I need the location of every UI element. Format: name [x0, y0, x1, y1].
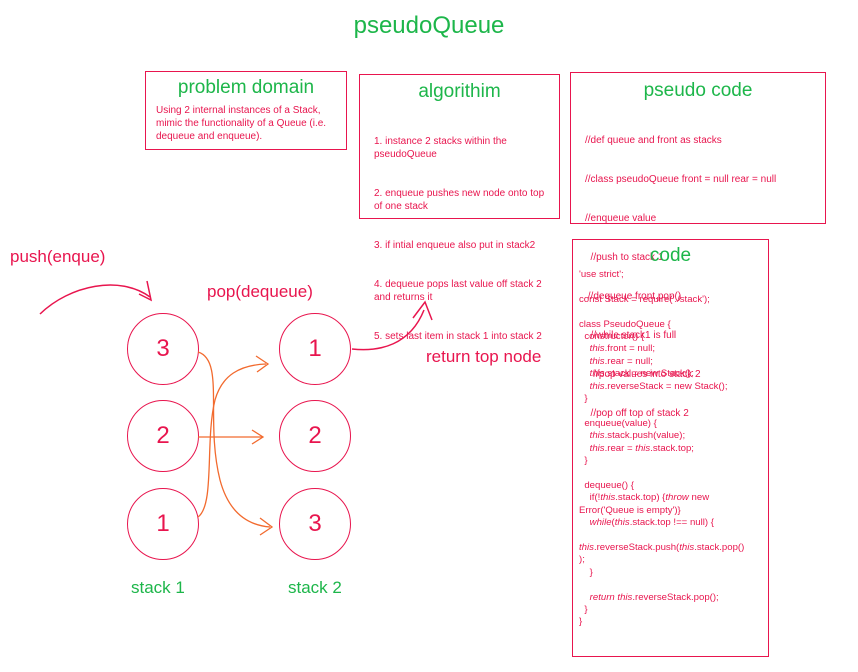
code-line: this.stack = new Stack();: [589, 368, 694, 380]
return-label: return top node: [426, 347, 542, 366]
algorithm-box: algorithim 1. instance 2 stacks within t…: [359, 74, 560, 342]
algorithm-title: algorithim: [418, 81, 501, 102]
algorithm-step: 4. dequeue pops last value off stack 2 a…: [374, 279, 545, 303]
code-title: code: [649, 245, 692, 266]
pseudo-code-line: //while stack1 is full: [585, 330, 677, 341]
pop-label: pop(dequeue): [207, 282, 313, 301]
transfer-arrow-3: [197, 351, 271, 528]
code-line: this.reverseStack.push(this.stack.pop(): [579, 541, 745, 553]
code-line: }: [579, 566, 593, 578]
code-line: [579, 281, 766, 293]
code-line: Error('Queue is empty')}: [579, 504, 681, 516]
push-arrowhead: [138, 280, 153, 302]
page-title: pseudoQueue: [353, 12, 505, 39]
code-line: this.front = null;: [589, 343, 656, 355]
pseudo-code-line: //dequeue front.pop(): [585, 291, 682, 302]
code-line: [579, 405, 766, 417]
algorithm-step: 1. instance 2 stacks within the pseudoQu…: [374, 136, 510, 160]
code-line: if(!this.stack.top) {throw new: [579, 492, 710, 504]
pseudo-code-line: //class pseudoQueue front = null rear = …: [585, 174, 777, 185]
code-line: [579, 468, 766, 480]
pseudo-code-line: //pop off top of stack 2: [585, 408, 689, 419]
problem-domain-box: problem domain Using 2 internal instance…: [145, 71, 347, 150]
code-line: [579, 530, 766, 542]
code-line: }: [579, 393, 588, 405]
stack1-node: 1: [127, 488, 199, 560]
code-line: }: [579, 616, 583, 628]
algorithm-step: 5. sets last item in stack 1 into stack …: [374, 331, 542, 342]
stack2-node: 1: [279, 313, 351, 385]
code-line: [579, 579, 766, 591]
pseudo-code-line: //def queue and front as stacks: [585, 135, 722, 146]
problem-domain-title: problem domain: [177, 77, 315, 98]
transfer-arrowhead-1: [255, 355, 270, 373]
code-line: }: [579, 603, 588, 615]
stack1-label: stack 1: [131, 578, 185, 597]
stack2-label: stack 2: [288, 578, 342, 597]
algorithm-step: 2. enqueue pushes new node onto top of o…: [374, 188, 547, 212]
transfer-arrow-1: [197, 363, 267, 518]
stack1-node: 3: [127, 313, 199, 385]
pseudo-code-lines: //def queue and front as stacks //class …: [585, 108, 821, 446]
code-line: );: [579, 554, 585, 566]
push-arrow: [39, 284, 151, 315]
stack2-node: 3: [279, 488, 351, 560]
code-line: [579, 306, 766, 318]
code-line: this.rear = this.stack.top;: [589, 442, 694, 454]
stack1-node: 2: [127, 400, 199, 472]
pseudo-code-box: pseudo code //def queue and front as sta…: [570, 72, 826, 419]
algorithm-step: 3. if intial enqueue also put in stack2: [374, 240, 536, 251]
pseudo-code-line: //push to stack 1: [585, 252, 664, 263]
push-label: push(enque): [10, 247, 106, 266]
algorithm-steps: 1. instance 2 stacks within the pseudoQu…: [374, 109, 553, 369]
code-line: return this.reverseStack.pop();: [589, 591, 719, 603]
code-lines: 'use strict'; const Stack = require('./s…: [579, 269, 766, 629]
code-box: code 'use strict'; const Stack = require…: [572, 239, 769, 657]
transfer-arrowhead-2: [251, 429, 265, 445]
code-line: 'use strict';: [579, 269, 624, 280]
transfer-arrowhead-3: [259, 517, 274, 536]
code-line: }: [579, 455, 588, 467]
stack2-node: 2: [279, 400, 351, 472]
code-line: this.rear = null;: [589, 355, 653, 367]
code-line: class PseudoQueue {: [579, 318, 671, 330]
pseudo-code-title: pseudo code: [643, 80, 753, 101]
code-line: enqueue(value) {: [579, 417, 657, 429]
code-line: while(this.stack.top !== null) {: [589, 517, 714, 529]
problem-domain-text: Using 2 internal instances of a Stack, m…: [156, 105, 329, 142]
code-line: this.reverseStack = new Stack();: [589, 380, 728, 392]
code-line: const Stack = require('./stack');: [579, 293, 710, 305]
code-line: dequeue() {: [579, 479, 634, 491]
code-line: constructor() {: [579, 331, 645, 343]
pseudo-code-line: //enqueue value: [585, 213, 657, 224]
code-line: this.stack.push(value);: [589, 430, 686, 442]
pseudo-code-line: //pop values into stack 2: [585, 369, 701, 380]
